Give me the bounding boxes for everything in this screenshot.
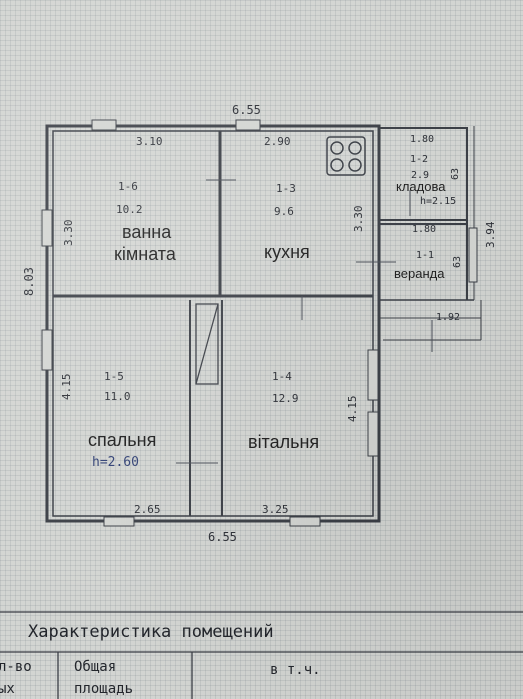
- room-name-kitchen: кухня: [264, 242, 310, 262]
- room-area-1-6: 10.2: [116, 203, 143, 216]
- dim-annex-small-2: 63: [452, 255, 463, 268]
- dim-inner-upper: 3.30: [352, 205, 365, 233]
- room-height-1-5: h=2.60: [92, 455, 139, 470]
- room-id-1-5: 1-5: [104, 370, 124, 383]
- room-area-1-3: 9.6: [274, 205, 294, 218]
- room-name-bedroom: спальня: [88, 430, 157, 450]
- dim-annex-small-1: 63: [450, 167, 461, 180]
- room-name-bathroom-line2: кімната: [114, 244, 176, 264]
- room-id-1-6: 1-6: [118, 180, 138, 193]
- stove-icon: [326, 136, 366, 176]
- room-height-1-2: h=2.15: [420, 196, 457, 207]
- room-id-1-4: 1-4: [272, 370, 292, 383]
- dim-annex-top: 1.80: [410, 134, 435, 145]
- room-name-bathroom-line1: ванна: [122, 222, 172, 242]
- dim-inner-lower: 4.15: [346, 395, 359, 423]
- room-id-1-2: 1-2: [410, 154, 429, 165]
- dim-annex-bottom: 1.92: [436, 312, 461, 323]
- table-col2-line2: площадь: [74, 681, 134, 697]
- room-id-1-1: 1-1: [416, 250, 435, 261]
- dim-left-lower: 4.15: [60, 373, 73, 401]
- table-col2-line1: Общая: [74, 659, 117, 675]
- room-name-living-room: вітальня: [248, 432, 320, 452]
- table-rules: [0, 611, 523, 699]
- room-id-1-3: 1-3: [276, 182, 296, 195]
- room-name-veranda: веранда: [394, 266, 445, 281]
- dim-left-total: 8.03: [22, 267, 36, 296]
- dimension-ticks: [176, 179, 433, 464]
- dim-right-total: 3.94: [484, 221, 497, 249]
- room-name-storage: кладова: [396, 179, 446, 194]
- windows: [41, 119, 478, 527]
- dim-top-total: 6.55: [232, 103, 261, 117]
- dim-left-upper: 3.30: [62, 219, 75, 247]
- table-title: Характеристика помещений: [28, 622, 274, 642]
- dim-annex-mid: 1.80: [412, 224, 437, 235]
- main-house-walls: [45, 124, 381, 523]
- chimney-symbol: [195, 303, 219, 385]
- room-area-1-2: 2.9: [411, 170, 430, 181]
- dim-top-mid: 2.90: [264, 135, 291, 148]
- dim-bottom-left: 2.65: [134, 503, 161, 516]
- dim-bottom-mid: 3.25: [262, 503, 289, 516]
- table-col3: в т.ч.: [270, 662, 321, 678]
- dim-bottom-total: 6.55: [208, 530, 237, 544]
- dim-top-left: 3.10: [136, 135, 163, 148]
- table-col1-line1: л-во: [0, 659, 32, 675]
- room-area-1-5: 11.0: [104, 390, 131, 403]
- table-col1-line2: ых: [0, 681, 15, 697]
- room-area-1-4: 12.9: [272, 392, 299, 405]
